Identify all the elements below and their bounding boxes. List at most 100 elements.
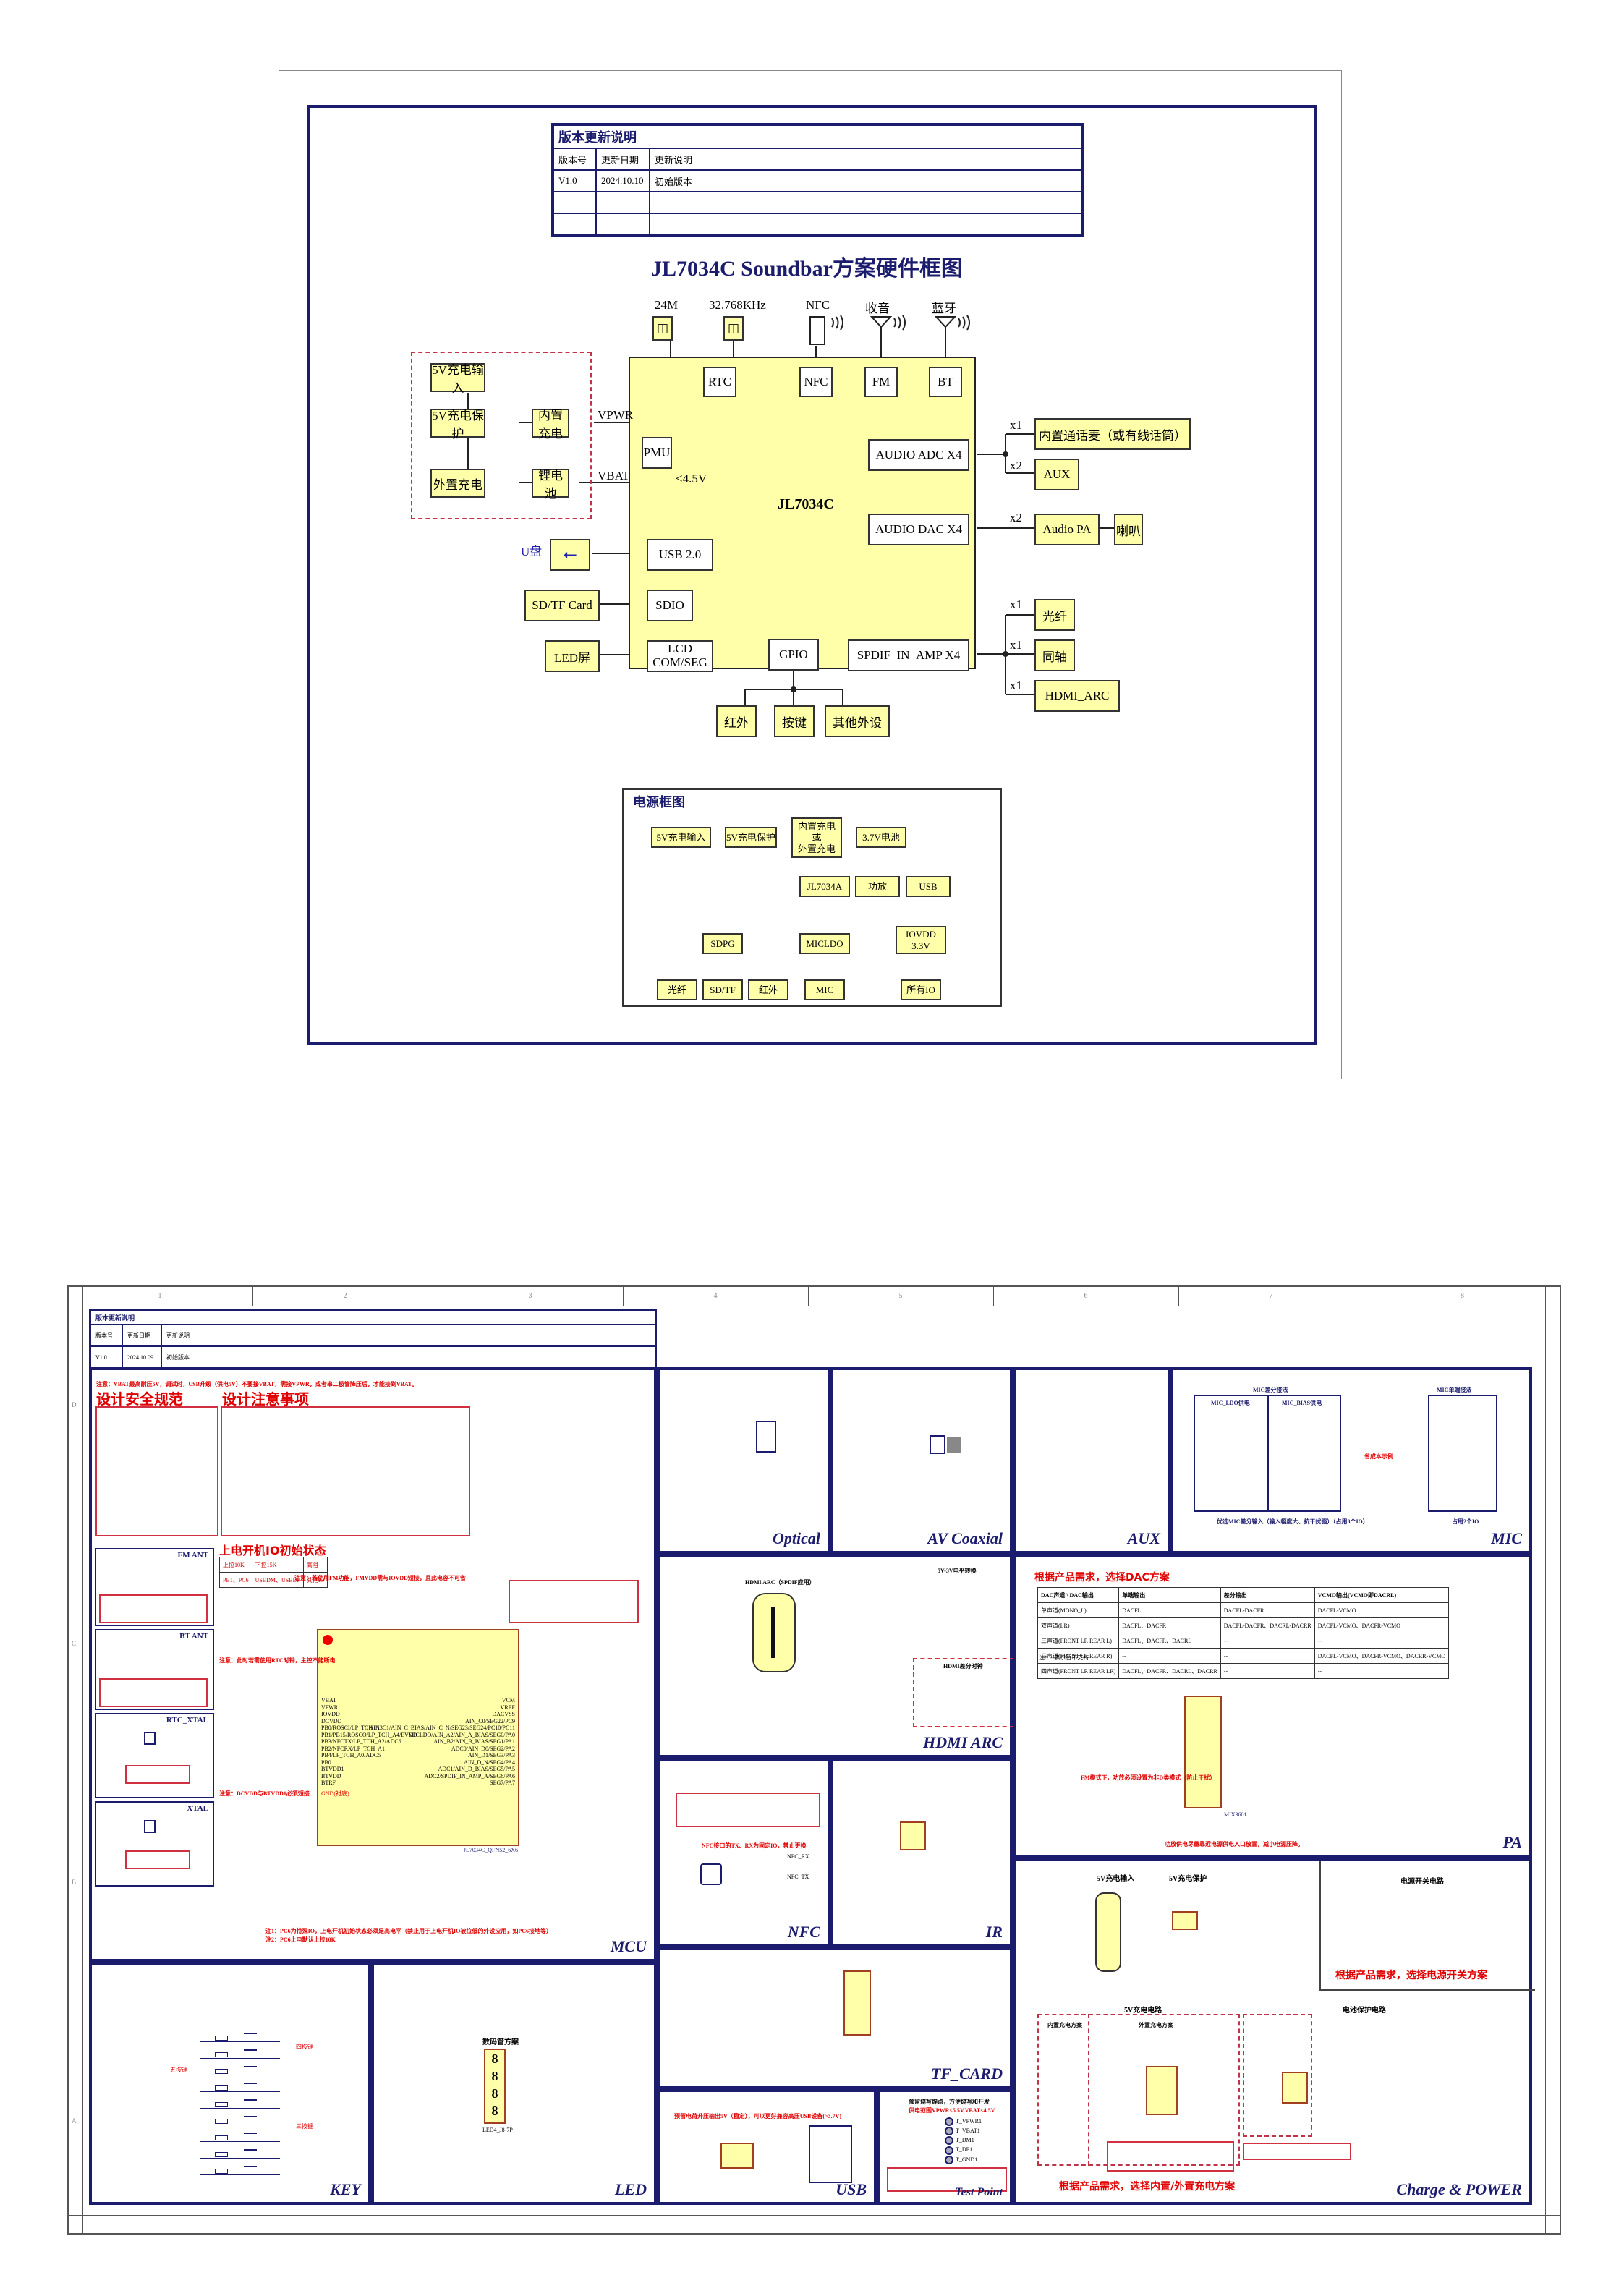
usb-note: 预留电荷升压输出5V（稳定），可以更好兼容高压USB设备(>3.7V)	[674, 2113, 842, 2119]
dac-table-cell: DACFL-VCMO、DACFR-VCMO	[1314, 1617, 1450, 1633]
mcu-pin-label: PB0	[321, 1759, 331, 1766]
test-point: T_GND1	[945, 2155, 982, 2164]
zone-marker: 8	[1461, 1291, 1464, 1300]
block-diagram-page	[279, 70, 1342, 1079]
zone-ruler-right	[1545, 1285, 1561, 2235]
mic-ldo-title: MIC_LDO供电	[1211, 1400, 1250, 1406]
row-marker: B	[72, 1879, 77, 1886]
pt-charger: 内置充电 或 外置充电	[791, 817, 842, 858]
date-header: 更新日期	[122, 1324, 162, 1347]
version-cell	[552, 213, 597, 237]
schematic-sheet	[67, 1285, 1561, 2235]
tf-card-panel: TF_CARD	[657, 1947, 1013, 2089]
dac-table-header: 单端输出	[1118, 1587, 1221, 1603]
optical-input-block: 光纤	[1034, 599, 1075, 631]
vpwr-label: VPWR	[598, 408, 634, 422]
usb-panel: 预留电荷升压输出5V（稳定），可以更好兼容高压USB设备(>3.7V) USB	[657, 2089, 877, 2205]
four-keys-label: 四按键	[296, 2044, 313, 2050]
spdif-mult: x1	[1010, 638, 1022, 652]
tf-card-socket	[843, 1970, 871, 2036]
mcu-pin-label: AIN_B2/AIN_B_BIAS/SEG1/PA1	[433, 1738, 515, 1745]
zone-marker: 5	[808, 1285, 994, 1306]
hdmi-connector	[752, 1593, 796, 1672]
xtal-block: XTAL	[95, 1801, 214, 1887]
pt-sdtf: SD/TF	[702, 979, 743, 1000]
dac-table-cell: DACFL-VCMO	[1314, 1602, 1450, 1618]
charge-circuit-title: 5V充电电路	[1124, 2007, 1162, 2015]
xtal-title: XTAL	[187, 1804, 208, 1813]
hdmi-connector-slot-icon	[771, 1607, 775, 1658]
hdmi-diff-clock-box: HDMI差分时钟	[913, 1658, 1014, 1727]
nfc-io-note: NFC接口的TX、RX为固定IO，禁止更换	[702, 1842, 807, 1849]
dac-table-row: 四声道(FRONT LR REAR LR)DACFL、DACFR、DACRL、D…	[1037, 1663, 1450, 1679]
nfc-panel-tag: NFC	[787, 1923, 820, 1941]
led-part: LED4_J8-7P	[482, 2127, 513, 2133]
mcu-pin-label: PB4/LP_TCH_A0/ADC5	[321, 1752, 381, 1759]
date-header: 更新日期	[595, 148, 650, 171]
mic-cost-label: 省成本示例	[1364, 1453, 1393, 1460]
version-cell: V1.0	[89, 1345, 123, 1369]
key-switch	[200, 2028, 280, 2042]
other-peripherals-block: 其他外设	[825, 705, 890, 737]
three-keys-label: 三按键	[296, 2123, 313, 2130]
pt-battery: 3.7V电池	[856, 827, 906, 848]
charge-choice: 根据产品需求，选择内置/外置充电方案	[1059, 2181, 1236, 2193]
vbat-label: VBAT	[598, 469, 630, 482]
notes-cell	[649, 191, 1083, 214]
com-seg-label: COM/SEG	[652, 655, 707, 669]
mic-diff-title: MIC差分接法	[1253, 1387, 1288, 1393]
sheet-version-title: 版本更新说明	[89, 1309, 657, 1325]
sdio-block: SDIO	[647, 590, 693, 621]
dac-table-cell: DACFL-DACFR、DACRL-DACRR	[1220, 1617, 1315, 1633]
key-switch-ladder	[200, 2028, 280, 2178]
key-block: 按键	[774, 705, 815, 737]
version-header: 版本号	[89, 1324, 123, 1347]
mcu-pin-label: MICLDO/AIN_A2/AIN_A_BIAS/SEG0/PA0	[408, 1731, 515, 1738]
zone-ruler-left: D C B A	[67, 1285, 83, 2235]
nfc-coil-icon	[700, 1863, 722, 1885]
dac-table-cell: DACFL、DACFR	[1118, 1617, 1221, 1633]
typec-connector	[1095, 1892, 1121, 1972]
lcd-label: LCD	[668, 642, 692, 656]
io-init-cell: USBDM、USBDP	[251, 1572, 304, 1588]
led-panel-tag: LED	[615, 2180, 647, 2198]
dac-table-cell: 三声道(FRONT LR REAR L)	[1037, 1633, 1120, 1649]
coaxial-input-block: 同轴	[1034, 639, 1075, 671]
rtc-xtal-title: RTC_XTAL	[166, 1716, 208, 1725]
spdif-mult: x1	[1010, 679, 1022, 692]
dac-table-cell: DACFL-DACFR	[1220, 1602, 1315, 1618]
ir-panel-tag: IR	[985, 1923, 1003, 1941]
dac-table-header: 差分输出	[1220, 1587, 1315, 1603]
bt-ant-block: BT ANT	[95, 1629, 214, 1710]
mic-single-title: MIC单端接法	[1437, 1387, 1472, 1393]
radio-label: 收音	[865, 302, 890, 315]
rtc-block: RTC	[703, 367, 736, 397]
pt-usb: USB	[906, 876, 951, 897]
mic-panel: MIC差分接法 MIC_LDO供电 MIC_BIAS供电 MIC单端接法 省成本…	[1170, 1367, 1532, 1554]
pt-sdpg: SDPG	[702, 933, 743, 954]
spdif-block: SPDIF_IN_AMP X4	[848, 639, 969, 671]
hdmi-arc-panel: HDMI ARC（SPDIF应用） 5V-3V电平转换 HDMI差分时钟 HDM…	[657, 1554, 1014, 1758]
internal-charge-title: 内置充电方案	[1047, 2022, 1082, 2028]
level-shift-title: 5V-3V电平转换	[938, 1568, 977, 1574]
charge-panel-tag: Charge & POWER	[1396, 2180, 1522, 2198]
pc6-note: 注1：PC6为特殊IO，上电开机初始状态必须是高电平（禁止用于上电开机IO被拉低…	[265, 1928, 552, 1934]
notes-cell: 初始版本	[649, 169, 1083, 192]
optical-note	[668, 1479, 813, 1494]
dac-mult-x2: x2	[1010, 511, 1022, 524]
rca-jack-body-icon	[947, 1437, 961, 1453]
crystal-32k-icon: ◫	[723, 316, 744, 341]
key-switch	[200, 2112, 280, 2125]
key-switch	[200, 2161, 280, 2175]
hdmi-arc-panel-tag: HDMI ARC	[923, 1733, 1003, 1751]
mcu-pin-label: BTRF	[321, 1780, 336, 1786]
usb-block: USB 2.0	[647, 539, 713, 571]
audio-adc-block: AUDIO ADC X4	[868, 439, 969, 471]
hdmi-arc-input-block: HDMI_ARC	[1034, 680, 1120, 712]
pt-amplifier: 功放	[855, 876, 900, 897]
